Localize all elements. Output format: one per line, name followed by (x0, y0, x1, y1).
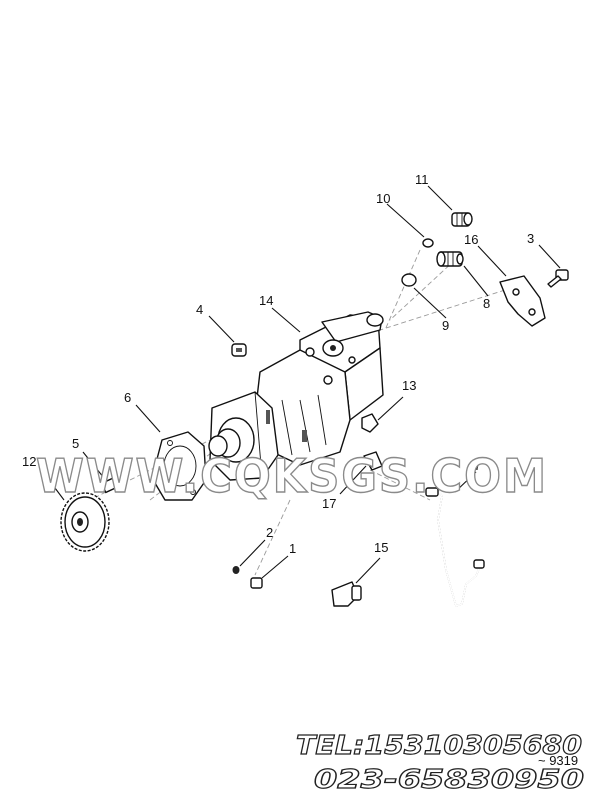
callout-14: 14 (259, 293, 273, 308)
callout-7: 7 (474, 458, 481, 473)
connector-fitting (451, 212, 473, 227)
callout-11: 11 (415, 172, 429, 187)
gear-nut (100, 476, 120, 494)
callout-6: 6 (124, 390, 131, 405)
phone-watermark: TEL:15310305680 (296, 731, 582, 761)
callout-2: 2 (266, 525, 273, 540)
washer (232, 566, 240, 574)
drive-gear (60, 492, 110, 552)
o-ring (401, 273, 417, 287)
small-o-ring (422, 238, 434, 248)
mounting-bracket (499, 275, 546, 327)
drawing-code: ~ 9319 (538, 753, 578, 768)
callout-16: 16 (464, 232, 478, 247)
callout-15: 15 (374, 540, 388, 555)
callout-labels: 1 2 3 4 5 6 7 8 9 10 11 12 13 14 15 16 1… (22, 172, 534, 556)
adapter-fitting (436, 251, 464, 267)
site-watermark: WWW.CQKSGS.COM (36, 449, 548, 503)
callout-leaders (39, 185, 561, 584)
pump-gasket (151, 431, 207, 501)
callout-5: 5 (72, 436, 79, 451)
callout-17: 17 (322, 496, 336, 511)
fuel-line (425, 486, 485, 608)
elbow-fitting (363, 451, 383, 471)
callout-12: 12 (22, 454, 36, 469)
callout-10: 10 (376, 191, 390, 206)
callout-8: 8 (483, 296, 490, 311)
screw (250, 577, 263, 589)
callout-13: 13 (402, 378, 416, 393)
bracket-bolt (547, 269, 569, 288)
banjo-fitting (361, 413, 379, 433)
cap-nut (231, 343, 247, 357)
callout-3: 3 (527, 231, 534, 246)
fuel-pump-assembly (208, 311, 384, 481)
pressure-sensor (331, 581, 362, 607)
phone-watermark-2: 023-65830950 (314, 765, 584, 795)
callout-4: 4 (196, 302, 203, 317)
callout-1: 1 (289, 541, 296, 556)
callout-9: 9 (442, 318, 449, 333)
